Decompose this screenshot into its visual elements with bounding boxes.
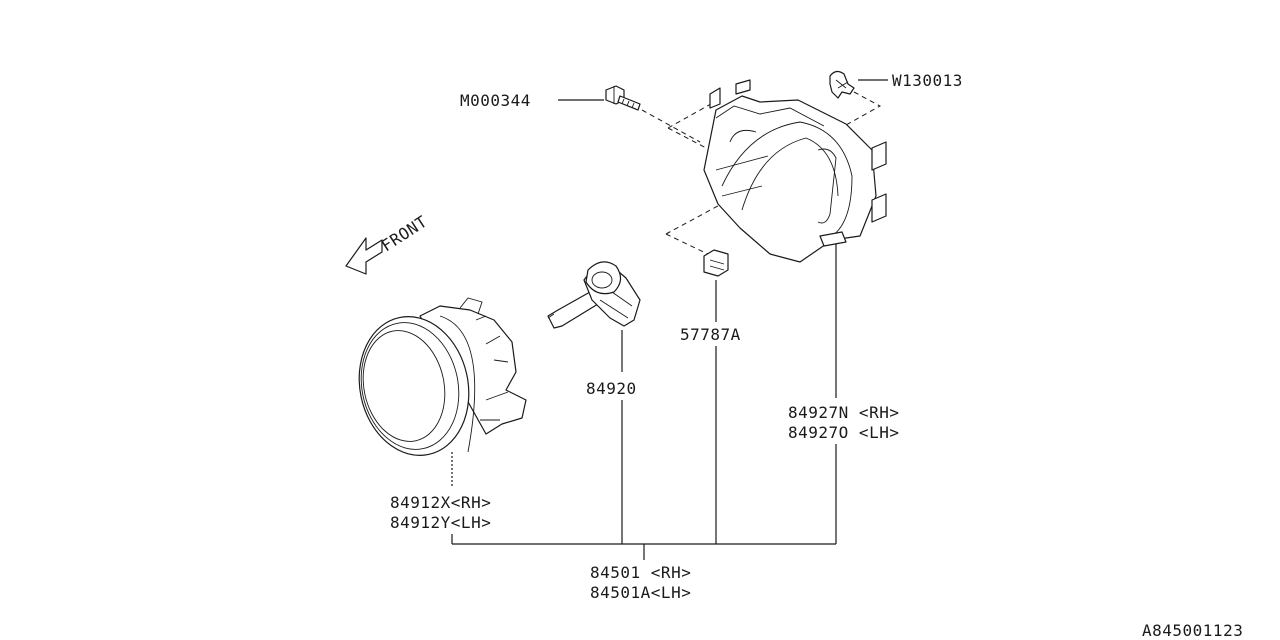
nut-label: 57787A bbox=[680, 325, 741, 344]
front-label: FRONT bbox=[378, 212, 431, 256]
diagram-ref-code: A845001123 bbox=[1142, 621, 1243, 640]
lamp-label-rh: 84912X<RH> bbox=[390, 493, 491, 512]
bulb-part[interactable] bbox=[547, 261, 641, 329]
front-arrow-icon bbox=[345, 237, 383, 275]
bulb-label: 84920 bbox=[586, 379, 637, 398]
clip-label: W130013 bbox=[892, 71, 963, 90]
lamp-label-lh: 84912Y<LH> bbox=[390, 513, 491, 532]
assembly-bracket bbox=[451, 346, 837, 560]
assy-label-lh: 84501A<LH> bbox=[590, 583, 691, 602]
bolt-label: M000344 bbox=[460, 91, 531, 110]
nut-part[interactable] bbox=[703, 249, 729, 277]
bolt-part[interactable] bbox=[605, 85, 641, 111]
assy-label-rh: 84501 <RH> bbox=[590, 563, 691, 582]
bolt-dash bbox=[641, 109, 701, 143]
bracket-label-rh: 84927N <RH> bbox=[788, 403, 899, 422]
bracket-part[interactable] bbox=[703, 79, 887, 263]
fog-lamp-part[interactable] bbox=[347, 297, 527, 466]
bracket-label-lh: 84927O <LH> bbox=[788, 423, 899, 442]
clip-part[interactable] bbox=[829, 70, 855, 99]
